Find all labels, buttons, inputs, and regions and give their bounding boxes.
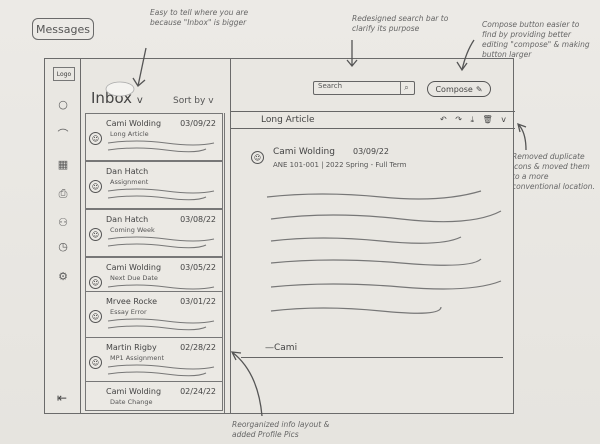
sender-name: Martin Rigby [106,343,157,352]
list-item[interactable]: ☺ Cami Wolding 03/09/22 Long Article [85,113,223,161]
preview-scribble [107,236,215,249]
message-date: 03/01/22 [180,297,216,306]
compose-label: Compose [435,84,473,94]
message-subject: Date Change [110,398,153,406]
compose-icon: ✎ [475,84,483,94]
message-body-scribble [266,190,502,314]
chevron-down-icon: v [136,95,143,106]
message-date: 02/24/22 [180,387,216,396]
message-subject: Assignment [110,178,149,186]
nav-settings-icon[interactable]: ⚙ [58,269,68,283]
search-icon[interactable]: ⌕ [400,82,412,94]
annotation-inbox: Easy to tell where you are because "Inbo… [150,8,249,27]
sender-name: Mrvee Rocke [106,297,158,306]
message-date: 02/28/22 [180,343,216,352]
avatar: ☺ [89,310,102,323]
compose-button[interactable]: Compose✎ [427,81,491,97]
list-item[interactable]: ☺ Mrvee Rocke 03/01/22 Essay Error [85,291,223,339]
list-scrollbar[interactable] [224,113,231,413]
nav-group-icon[interactable]: ⚇ [58,215,68,229]
collapse-sidebar-icon[interactable]: ⇤ [57,391,68,405]
annotation-compose: Compose button easier to find by providi… [482,20,590,59]
message-subject: Essay Error [110,308,147,316]
message-date: 03/09/22 [180,119,216,128]
nav-printer-icon[interactable]: ⎙ [58,187,68,200]
sender-name: Cami Wolding [273,147,335,157]
message-date: 03/05/22 [180,263,216,272]
nav-calendar-icon[interactable]: ▦ [57,157,69,171]
sidebar: Logo ○ ⌒ ▦ ⎙ ⚇ ◷ ⚙ ⇤ [45,59,81,413]
annotation-layout: Reorganized info layout & added Profile … [232,420,330,439]
message-date: 03/08/22 [180,215,216,224]
sender-name: Dan Hatch [106,167,149,176]
message-action-icons[interactable]: ↶ ↷ ⤓ 🗑 v [439,115,509,124]
nav-cloud-icon[interactable]: ⌒ [57,128,69,141]
sender-name: Cami Wolding [106,387,162,396]
annotation-search: Redesigned search bar to clarify its pur… [352,14,449,33]
sender-avatar: ☺ [251,151,264,164]
reading-pane: Long Article ↶ ↷ ⤓ 🗑 v ☺ Cami Wolding 03… [231,111,515,415]
preview-scribble [107,318,215,331]
avatar: ☺ [89,356,102,369]
preview-scribble [107,364,215,377]
message-title: Long Article [261,115,315,125]
page-title: Messages [32,18,94,40]
list-item[interactable]: Cami Wolding 02/24/22 Date Change [85,381,223,411]
message-subject: Coming Week [110,226,155,234]
inbox-label: Inbox [91,89,133,107]
preview-scribble [107,140,215,153]
divider [241,357,503,358]
signature: —Cami [265,343,298,353]
nav-clock-icon[interactable]: ◷ [58,239,68,253]
sender-name: Dan Hatch [106,215,149,224]
sender-name: Cami Wolding [106,119,162,128]
avatar: ☺ [89,276,102,289]
preview-scribble [107,188,215,201]
inbox-heading[interactable]: Inbox v [91,89,143,107]
message-toolbar: Long Article ↶ ↷ ⤓ 🗑 v [231,111,515,129]
avatar: ☺ [89,132,102,145]
sort-by-dropdown[interactable]: Sort by v [173,96,214,106]
app-window: Logo ○ ⌒ ▦ ⎙ ⚇ ◷ ⚙ ⇤ Inbox v Sort by v ☺… [44,58,515,415]
logo: Logo [53,67,75,81]
message-list: Inbox v Sort by v ☺ Cami Wolding 03/09/2… [81,59,231,413]
message-date: 03/09/22 [353,147,389,156]
search-input[interactable]: Search ⌕ [313,81,415,95]
message-subject: MP1 Assignment [110,354,164,362]
avatar: ☺ [89,228,102,241]
list-item[interactable]: ☺ Dan Hatch 03/08/22 Coming Week [85,209,223,257]
message-subject: Next Due Date [110,274,158,282]
avatar: ☺ [89,180,102,193]
list-item[interactable]: ☺ Dan Hatch Assignment [85,161,223,209]
list-item[interactable]: ☺ Martin Rigby 02/28/22 MP1 Assignment [85,337,223,385]
search-placeholder: Search [318,82,343,90]
message-subject: Long Article [110,130,149,138]
sender-name: Cami Wolding [106,263,162,272]
nav-circle-icon[interactable]: ○ [58,97,68,111]
course-line: ANE 101-001 | 2022 Spring - Full Term [273,161,407,169]
annotation-icons: Removed duplicate icons & moved them to … [512,152,595,191]
